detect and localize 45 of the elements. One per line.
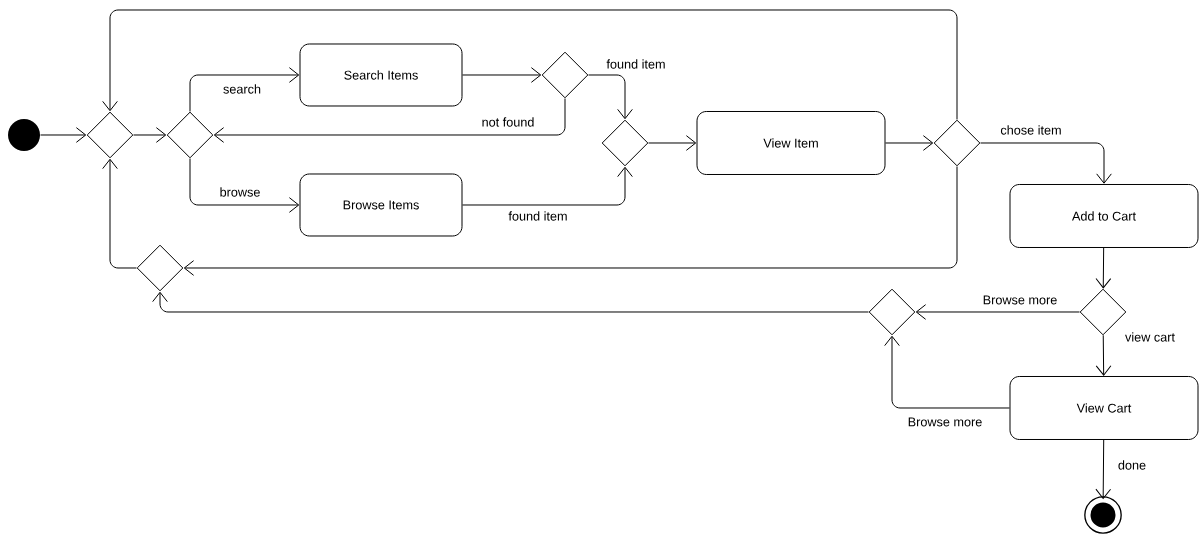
arrow	[189, 67, 300, 112]
edge-label: Browse more	[981, 294, 1059, 306]
arrow	[884, 335, 1010, 409]
arrow	[648, 135, 697, 151]
action-box: Add to Cart	[1009, 184, 1199, 248]
decision-diamond	[86, 111, 134, 159]
edge-label: not found	[480, 116, 536, 128]
arrow	[1095, 247, 1112, 289]
decision-diamond	[868, 288, 916, 336]
edge-label: Browse more	[906, 416, 984, 428]
decision-diamond	[166, 111, 214, 159]
edge-label: found item	[605, 58, 667, 70]
arrow	[102, 9, 958, 120]
arrow	[133, 127, 167, 143]
decision-diamond	[601, 119, 649, 167]
decision-diamond	[1079, 288, 1127, 336]
arrow	[462, 67, 542, 83]
arrow	[152, 291, 869, 313]
decision-diamond	[136, 244, 184, 292]
end-marker	[1084, 496, 1122, 534]
edge-label: chose item	[999, 124, 1063, 136]
action-box: Browse Items	[299, 173, 463, 237]
edge-label: search	[221, 83, 263, 95]
arrow	[588, 74, 633, 120]
decision-diamond	[933, 119, 981, 167]
arrow	[462, 166, 633, 206]
arrow	[40, 127, 87, 143]
action-box: View Cart	[1009, 376, 1199, 440]
edge-label: found item	[507, 210, 569, 222]
edge-label: browse	[218, 186, 262, 198]
action-box: View Item	[696, 111, 886, 175]
edge-label: view cart	[1123, 331, 1177, 343]
arrow	[213, 98, 566, 143]
arrow	[189, 158, 300, 213]
edge-label: done	[1116, 459, 1148, 471]
decision-diamond	[541, 51, 589, 99]
arrow	[885, 135, 934, 151]
arrow	[183, 166, 958, 276]
action-box: Search Items	[299, 43, 463, 107]
arrow	[980, 142, 1112, 184]
arrow	[1095, 439, 1112, 499]
arrow	[915, 304, 1080, 320]
start-dot	[8, 119, 40, 151]
arrow	[1095, 334, 1112, 376]
arrow	[102, 158, 137, 269]
